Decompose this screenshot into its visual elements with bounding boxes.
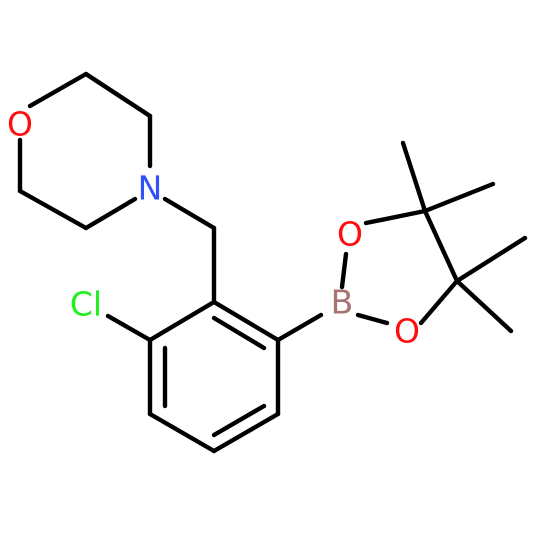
bond-c1-c2 <box>83 71 153 119</box>
bond-methyl-1 <box>400 140 428 214</box>
bond-methyl-4 <box>454 278 514 334</box>
bond-ring-b <box>275 312 324 343</box>
bond-o-c1 <box>27 71 89 109</box>
bond-ring-cl <box>105 313 153 343</box>
bond-ring-top-right <box>211 299 281 343</box>
bond-ring-bottom-left <box>147 411 217 454</box>
atom-morpholine-nitrogen: N <box>138 169 163 208</box>
bond-o2-b <box>355 312 390 326</box>
bonds <box>17 71 528 454</box>
bond-c-o2 <box>418 278 460 326</box>
atom-chlorine: Cl <box>70 285 102 324</box>
bond-methyl-2 <box>422 181 496 214</box>
bond-methyl-3 <box>454 235 528 284</box>
bond-o1-c <box>363 208 428 226</box>
atom-dioxaborolane-oxygen-2: O <box>394 312 420 351</box>
bond-c-c <box>422 208 460 284</box>
bond-n-ch2 <box>162 196 217 231</box>
bond-n-c3 <box>83 196 138 231</box>
atom-dioxaborolane-oxygen-1: O <box>337 215 363 254</box>
atom-morpholine-oxygen: O <box>7 105 33 144</box>
bond-b-o1 <box>339 251 349 290</box>
atom-boron: B <box>331 283 354 322</box>
bond-ring-bottom-right <box>211 411 281 454</box>
atom-labels: O N Cl B O O <box>7 105 420 351</box>
bond-c3-c4 <box>17 188 89 231</box>
bond-ring-top-right-inner <box>211 315 267 351</box>
bond-ring-bottom-right-inner <box>211 403 267 438</box>
bond-ring-top-left <box>147 299 217 343</box>
